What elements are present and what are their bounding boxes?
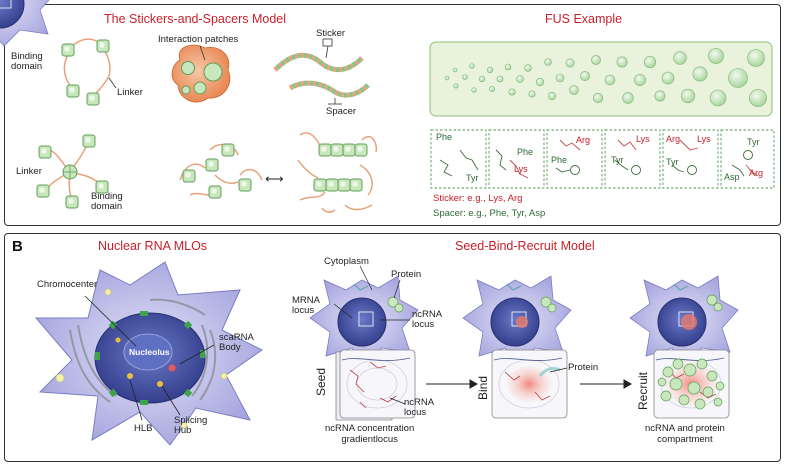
seed-caption: ncRNA concentration gradientlocus [325, 423, 415, 445]
nuclear-rna-mlos-title: Nuclear RNA MLOs [98, 239, 208, 253]
recruit-label: Recruit [636, 371, 650, 410]
seed-bind-recruit-title: Seed-Bind-Recruit Model [455, 239, 595, 253]
sticker-label: Sticker [316, 28, 346, 39]
residue-6a: Tyr [747, 137, 760, 147]
fus-droplets [444, 48, 767, 107]
residue-3b: Phe [551, 155, 568, 165]
residue-3a: Arg [576, 135, 591, 145]
fus-example-title: FUS Example [545, 12, 623, 26]
residue-4b: Tyr [611, 155, 624, 165]
residue-2a: Phe [517, 147, 534, 157]
ncrna-locus-label-1: ncRNA locus [412, 309, 443, 330]
seed-label: Seed [314, 367, 328, 396]
binding-domain-label-1: Binding domain [11, 51, 43, 72]
binding-domain-label-2: Binding domain [91, 191, 123, 212]
cytoplasm-label: Cytoplasm [324, 256, 369, 267]
residue-2b: Lys [514, 164, 528, 174]
condensed-network [297, 132, 378, 213]
residue-6b: Asp [724, 172, 740, 182]
residue-5a: Arg [666, 134, 681, 144]
recruit-caption: ncRNA and protein compartment [645, 423, 725, 445]
splicing-hub-label: Splicing Hub [174, 415, 208, 436]
spacer-label: Spacer [326, 106, 357, 117]
residue-5c: Lys [697, 134, 711, 144]
sticker-spacer-chain [273, 52, 370, 98]
residue-boxes [430, 129, 775, 189]
residue-5b: Tyr [666, 157, 679, 167]
ncrna-locus-label-2: ncRNA locus [404, 397, 435, 418]
mrna-locus-label: MRNA locus [292, 295, 320, 316]
residue-1a: Phe [436, 132, 453, 142]
residue-4a: Lys [636, 134, 650, 144]
sticker-legend: Sticker: e.g., Lys, Arg [433, 193, 523, 204]
spacer-legend: Spacer: e.g., Phe, Tyr, Asp [433, 208, 546, 219]
linker-label-1: Linker [117, 87, 143, 98]
protein-label-2: Protein [568, 362, 599, 373]
nucleolus-label: Nucleolus [129, 347, 170, 357]
bind-label: Bind [476, 375, 490, 400]
residue-1b: Tyr [466, 173, 479, 183]
stickers-spacers-title: The Stickers-and-Spacers Model [104, 12, 287, 26]
interaction-patches-label: Interaction patches [158, 34, 239, 45]
protein-label-1: Protein [391, 269, 422, 280]
panel-b-label: B [12, 238, 23, 255]
chromocenter-label: Chromocenter [37, 279, 98, 290]
svg-text:⟷: ⟷ [265, 171, 284, 186]
hlb-label: HLB [134, 423, 153, 434]
linker-label-2: Linker [16, 166, 42, 177]
residue-6c: Arg [749, 168, 764, 178]
scarna-body-label: scaRNA Body [219, 332, 254, 353]
